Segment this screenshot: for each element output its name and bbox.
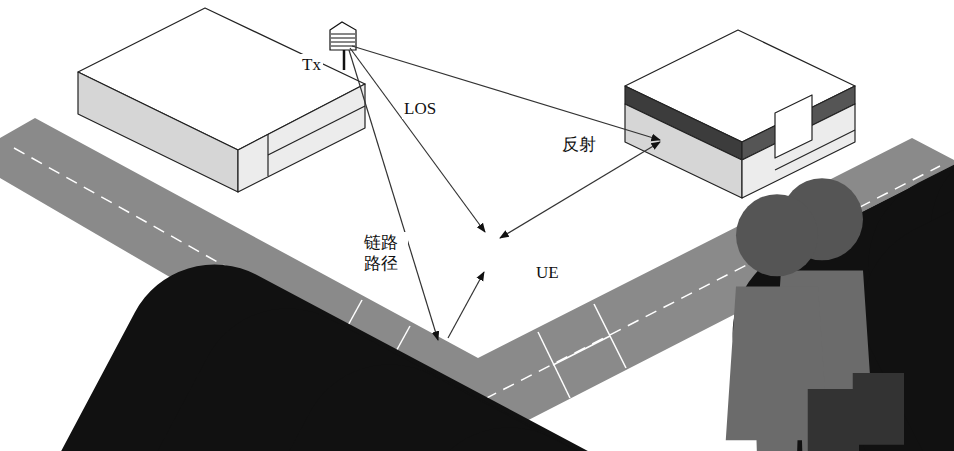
antenna-hatch-part: [331, 46, 355, 47]
ray-label: 反射: [560, 134, 598, 155]
reflected-ray: [500, 142, 660, 238]
link-path-ray: [448, 272, 484, 338]
people: [726, 82, 954, 451]
transmitter-label: Tx: [300, 54, 323, 75]
antenna-hatch-part: [331, 34, 355, 35]
antenna-pole: [343, 48, 346, 70]
reflected-ray: [352, 46, 660, 140]
building-wall: [238, 84, 365, 192]
ray-label: 链路 路径: [362, 232, 408, 275]
device-label: UE: [534, 262, 561, 283]
antenna-hatch-part: [331, 42, 355, 43]
building-edge: [775, 130, 855, 170]
antenna-hatch-part: [331, 38, 355, 39]
los-ray: [350, 48, 485, 232]
right-building: [625, 30, 855, 198]
building-tower: [775, 95, 812, 158]
ray-label: LOS: [402, 98, 438, 119]
building-wall: [625, 104, 742, 198]
link-path-ray: [349, 50, 438, 340]
building-edge: [268, 106, 365, 155]
crosswalk-line: [553, 336, 610, 365]
building-wall: [78, 72, 238, 192]
left-building: [78, 8, 365, 192]
antenna-hatch: [331, 34, 355, 46]
propagation-rays: [349, 46, 660, 340]
pedestrian: [726, 194, 859, 451]
